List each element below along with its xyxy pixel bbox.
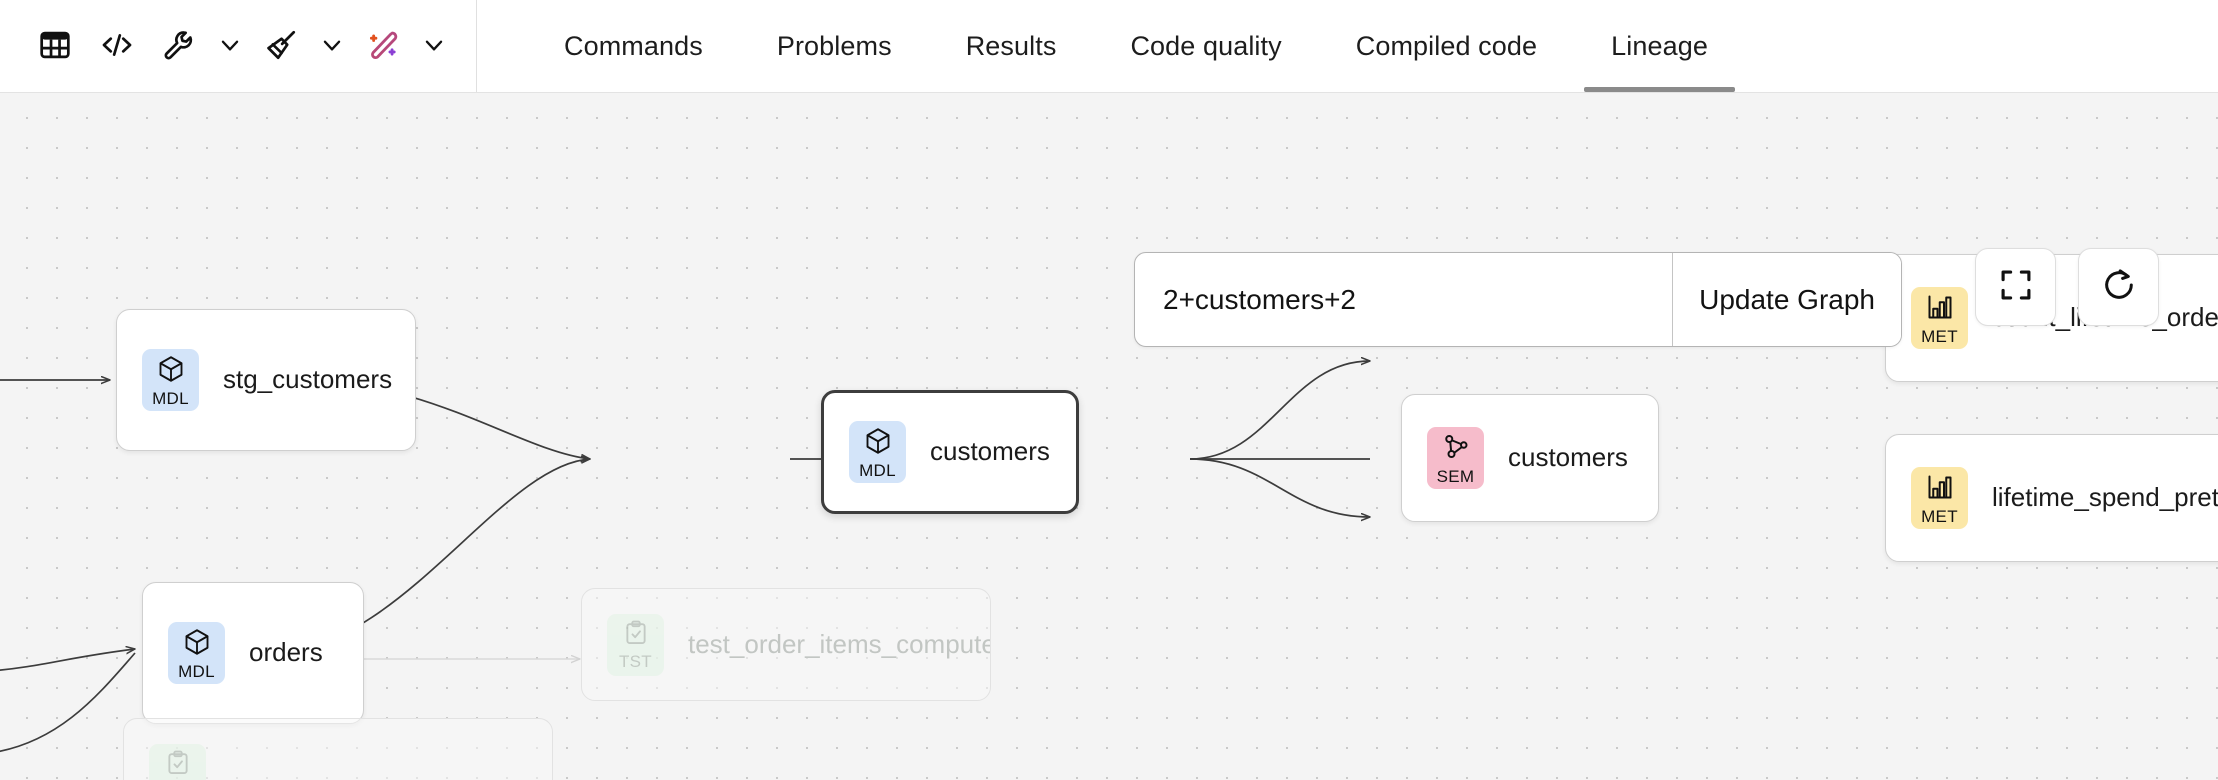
cube-icon xyxy=(156,354,186,389)
graph-search-input[interactable] xyxy=(1135,253,1673,346)
broom-menu-button[interactable] xyxy=(312,16,352,76)
graph-search-bar: Update Graph xyxy=(1134,252,1902,347)
broom-button[interactable] xyxy=(250,16,312,76)
cube-icon xyxy=(863,426,893,461)
badge-label: SEM xyxy=(1436,466,1475,486)
magic-wand-button[interactable] xyxy=(352,16,414,76)
node-title: stg_customers xyxy=(223,364,393,395)
clipboard-check-icon xyxy=(164,749,192,780)
tab-problems[interactable]: Problems xyxy=(776,30,892,61)
lineage-node-stg-customers[interactable]: MDL stg_customers xyxy=(116,309,416,451)
node-title: customers xyxy=(930,436,1050,467)
wrench-icon xyxy=(162,28,196,65)
tab-lineage[interactable]: Lineage xyxy=(1574,0,1745,92)
lineage-node-test-order-items[interactable]: TST test_order_items_compute_to_bools_co… xyxy=(581,588,991,701)
table-view-button[interactable] xyxy=(24,16,86,76)
badge-label: MDL xyxy=(178,661,215,681)
cube-icon xyxy=(182,627,212,662)
chevron-down-icon xyxy=(217,32,243,61)
badge-label: MDL xyxy=(152,388,189,408)
node-type-badge-met: MET xyxy=(1911,287,1968,349)
node-type-badge-sem: SEM xyxy=(1427,427,1484,489)
clipboard-check-icon xyxy=(622,619,650,652)
fit-view-icon xyxy=(1998,267,2034,308)
tab-code-quality[interactable]: Code quality xyxy=(1130,30,1282,61)
update-graph-button[interactable]: Update Graph xyxy=(1672,253,1901,346)
lineage-canvas[interactable]: MDL stg_customers MDL orders xyxy=(0,93,2218,780)
bar-chart-icon xyxy=(1925,472,1955,507)
editor-toolbar xyxy=(0,0,476,92)
bar-chart-icon xyxy=(1925,292,1955,327)
lineage-node-test-partial[interactable]: TST xyxy=(123,718,553,780)
magic-wand-menu-button[interactable] xyxy=(414,16,454,76)
code-icon xyxy=(100,28,134,65)
fit-view-button[interactable] xyxy=(1975,248,2056,326)
node-type-badge-tst: TST xyxy=(149,743,206,780)
badge-label: MET xyxy=(1921,326,1958,346)
tab-commands[interactable]: Commands xyxy=(564,30,703,61)
table-view-icon xyxy=(38,28,72,65)
lineage-node-orders[interactable]: MDL orders xyxy=(142,582,364,724)
node-type-badge-mdl: MDL xyxy=(168,622,225,684)
canvas-controls xyxy=(1975,248,2159,326)
broom-icon xyxy=(264,28,298,65)
refresh-icon xyxy=(2101,267,2137,308)
node-title: test_order_items_compute_to_bools_correc… xyxy=(688,628,990,659)
lineage-node-lifetime-spend-pretax[interactable]: MET lifetime_spend_pretax xyxy=(1885,434,2218,562)
wrench-menu-button[interactable] xyxy=(210,16,250,76)
lineage-node-customers-model[interactable]: MDL customers xyxy=(821,390,1079,514)
node-type-badge-tst: TST xyxy=(607,613,664,676)
chevron-down-icon xyxy=(421,32,447,61)
magic-wand-icon xyxy=(366,28,400,65)
code-button[interactable] xyxy=(86,16,148,76)
badge-label: TST xyxy=(618,652,652,671)
node-title: customers xyxy=(1508,442,1628,473)
tab-bar: Commands Problems Results Code quality C… xyxy=(477,0,1745,92)
badge-label: MET xyxy=(1921,506,1958,526)
refresh-button[interactable] xyxy=(2078,248,2159,326)
tab-results[interactable]: Results xyxy=(965,30,1057,61)
node-title: orders xyxy=(249,637,323,668)
node-type-badge-met: MET xyxy=(1911,467,1968,529)
lineage-node-customers-semantic[interactable]: SEM customers xyxy=(1401,394,1659,522)
chevron-down-icon xyxy=(319,32,345,61)
tab-compiled-code[interactable]: Compiled code xyxy=(1355,30,1538,61)
node-title: lifetime_spend_pretax xyxy=(1992,482,2218,513)
node-type-badge-mdl: MDL xyxy=(849,421,906,483)
node-type-badge-mdl: MDL xyxy=(142,349,199,411)
wrench-button[interactable] xyxy=(148,16,210,76)
toolbar-divider xyxy=(476,0,477,92)
badge-label: MDL xyxy=(859,460,896,480)
top-bar: Commands Problems Results Code quality C… xyxy=(0,0,2218,93)
graph-nodes-icon xyxy=(1441,432,1471,467)
